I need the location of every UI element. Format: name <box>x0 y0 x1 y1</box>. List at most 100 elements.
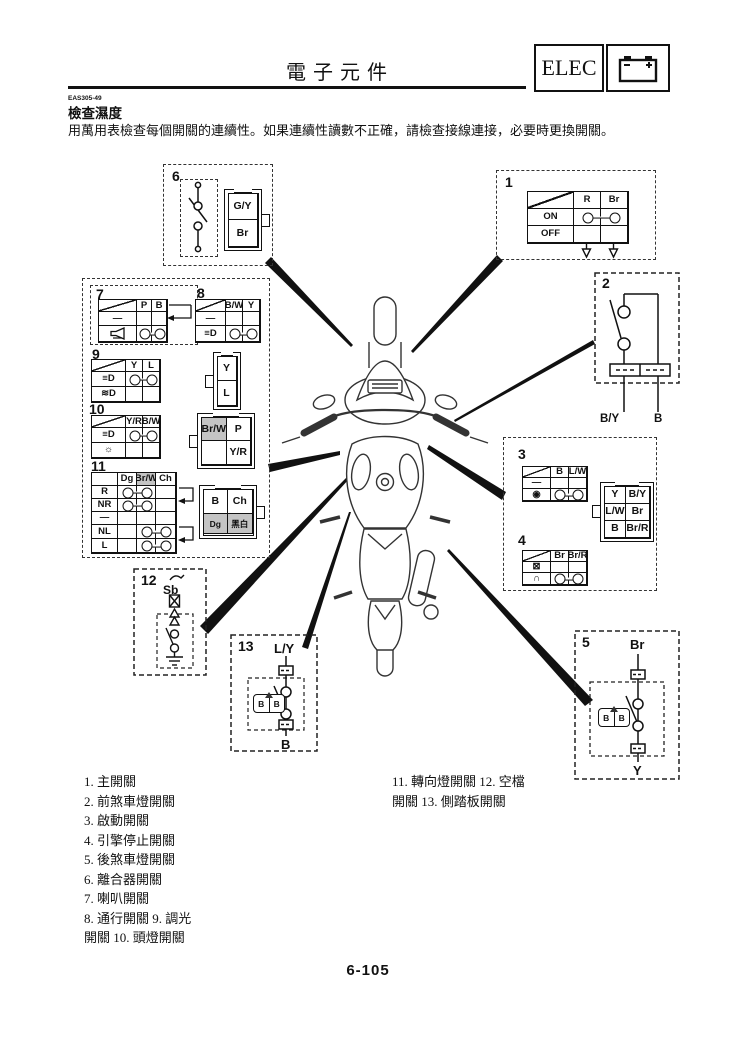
inner-dashed-frame <box>247 677 305 731</box>
col-header: B/W <box>143 416 160 428</box>
col-header: B <box>551 467 569 478</box>
callout-box-13: 13 L/Y B B B <box>230 634 318 752</box>
legend-item: 開關 13. 側踏板開關 <box>392 793 506 809</box>
col-header: B <box>152 300 167 312</box>
col-header: B/W <box>226 300 243 312</box>
callout-number: 11 <box>91 458 106 474</box>
legend-item: 3. 啟動開關 <box>84 813 150 828</box>
chapter-tab-label: ELEC <box>541 55 597 80</box>
motorcycle-top-view <box>281 296 489 677</box>
callout-number: 5 <box>582 634 590 650</box>
row-label: NR <box>92 499 118 512</box>
callout-box-12: 12 Sb <box>133 568 207 676</box>
low-beam-icon: ≋D <box>92 387 126 402</box>
position-icon: — <box>196 312 226 326</box>
horn-icon <box>99 326 137 342</box>
connector-cell: Ch <box>228 489 253 515</box>
row-label: — <box>92 512 118 525</box>
position-light-icon: ☼ <box>92 443 126 458</box>
plug-icon: B B <box>598 708 630 727</box>
col-header: L <box>143 360 160 372</box>
contact-pin <box>609 212 620 223</box>
section-body: 用萬用表檢查每個開關的連續性。如果連續性讀數不正確，請檢查接線連接，必要時更換開… <box>68 123 615 138</box>
arrow-pointer-icon <box>167 304 192 321</box>
connector-cell: P <box>227 417 251 441</box>
callout-number: 8 <box>197 285 205 301</box>
connector-cell: L <box>217 381 237 406</box>
col-header: Br/W <box>137 473 156 486</box>
legend-right-column: 11. 轉向燈開關 12. 空檔 開關 13. 側踏板開關 <box>392 772 525 811</box>
page-title: 電子元件 <box>286 62 394 84</box>
plug-cell: B <box>273 698 280 709</box>
col-header: Dg <box>118 473 137 486</box>
callout-box-3-4: 3 B L/W — ◉ 4 Br Br/R ⊠ ∩ Y B/Y L/W Br <box>503 437 657 591</box>
plug-icon: B B <box>253 694 285 713</box>
legend-item: 開關 10. 頭燈開關 <box>84 930 185 945</box>
col-header: P <box>137 300 152 312</box>
callout-number: 6 <box>172 168 180 184</box>
wire-label: B/Y <box>600 413 620 425</box>
legend-item: 6. 離合器開關 <box>84 871 163 887</box>
callout-box-1: 1 R Br ON OFF <box>496 170 656 260</box>
arrow-pointer-icon <box>178 526 194 543</box>
wire-label: Br <box>630 637 645 652</box>
connector-cell: G/Y <box>228 193 258 220</box>
callout-box-2: 2 B/Y B <box>594 272 680 434</box>
connector-cell: Br/R <box>626 520 650 538</box>
contact-pin <box>582 212 593 223</box>
connector-tab <box>189 435 198 448</box>
callout-number: 13 <box>238 638 254 654</box>
run-icon: ∩ <box>523 573 551 585</box>
row-label: R <box>92 486 118 499</box>
dashed-frame <box>133 568 207 676</box>
callout-number: 2 <box>602 275 610 291</box>
row-label: L <box>92 539 118 553</box>
wire-label: L/Y <box>274 641 295 656</box>
position-icon: — <box>523 478 551 489</box>
switch-icon <box>188 181 208 253</box>
col-header: R <box>574 192 601 209</box>
legend-item: 2. 前煞車燈開關 <box>84 793 176 809</box>
connector-cell: B/Y <box>626 486 650 504</box>
connector-cell: 黑白 <box>228 514 253 535</box>
dashed-frame <box>230 634 318 752</box>
callout-number: 1 <box>505 174 513 190</box>
connector-tab <box>592 505 601 518</box>
page-number: 6-105 <box>346 962 390 979</box>
legend-item: 11. 轉向燈開關 12. 空檔 <box>392 774 525 789</box>
position-icon: — <box>99 312 137 326</box>
switch-circuit-icon <box>609 293 671 412</box>
arrow-pointer-icon <box>178 487 194 504</box>
connector-cell: Y <box>217 356 237 381</box>
section-heading: 檢查濕度 <box>68 106 122 121</box>
callout-number: 12 <box>141 572 157 588</box>
connector-cell: Y <box>604 486 627 504</box>
callout-box-7-11: 7 P B — 8 B/W Y — ≡D <box>82 278 270 558</box>
dashed-frame <box>594 272 680 384</box>
section-code: EAS305-49 <box>68 95 102 102</box>
connector-cell: Y/R <box>227 441 251 465</box>
callout-number: 3 <box>518 446 526 462</box>
connector-9: Y L <box>205 351 241 410</box>
wire-label: B <box>281 737 291 752</box>
plug-cell: B <box>254 695 270 712</box>
row-label: ON <box>528 209 574 226</box>
chapter-icon-box <box>606 44 670 92</box>
callout-lines <box>200 255 595 706</box>
connector-tab <box>261 214 270 227</box>
battery-icon <box>618 56 658 83</box>
connector-cell: Br/W <box>201 417 227 441</box>
legend-item: 4. 引擎停止開關 <box>84 832 176 848</box>
col-header: Br/R <box>569 551 587 562</box>
col-header: Y/R <box>126 416 143 428</box>
legend-item: 7. 喇叭開關 <box>84 891 150 906</box>
legend-item: 1. 主開關 <box>84 774 137 789</box>
callout-number: 7 <box>96 286 104 302</box>
high-beam-icon: ≡D <box>92 372 126 387</box>
callout-box-5: 5 Br B B Y <box>574 630 680 780</box>
callout-number: 4 <box>518 532 526 548</box>
headlight-on-icon: ≡D <box>92 428 126 443</box>
callout-number: 10 <box>89 401 105 417</box>
